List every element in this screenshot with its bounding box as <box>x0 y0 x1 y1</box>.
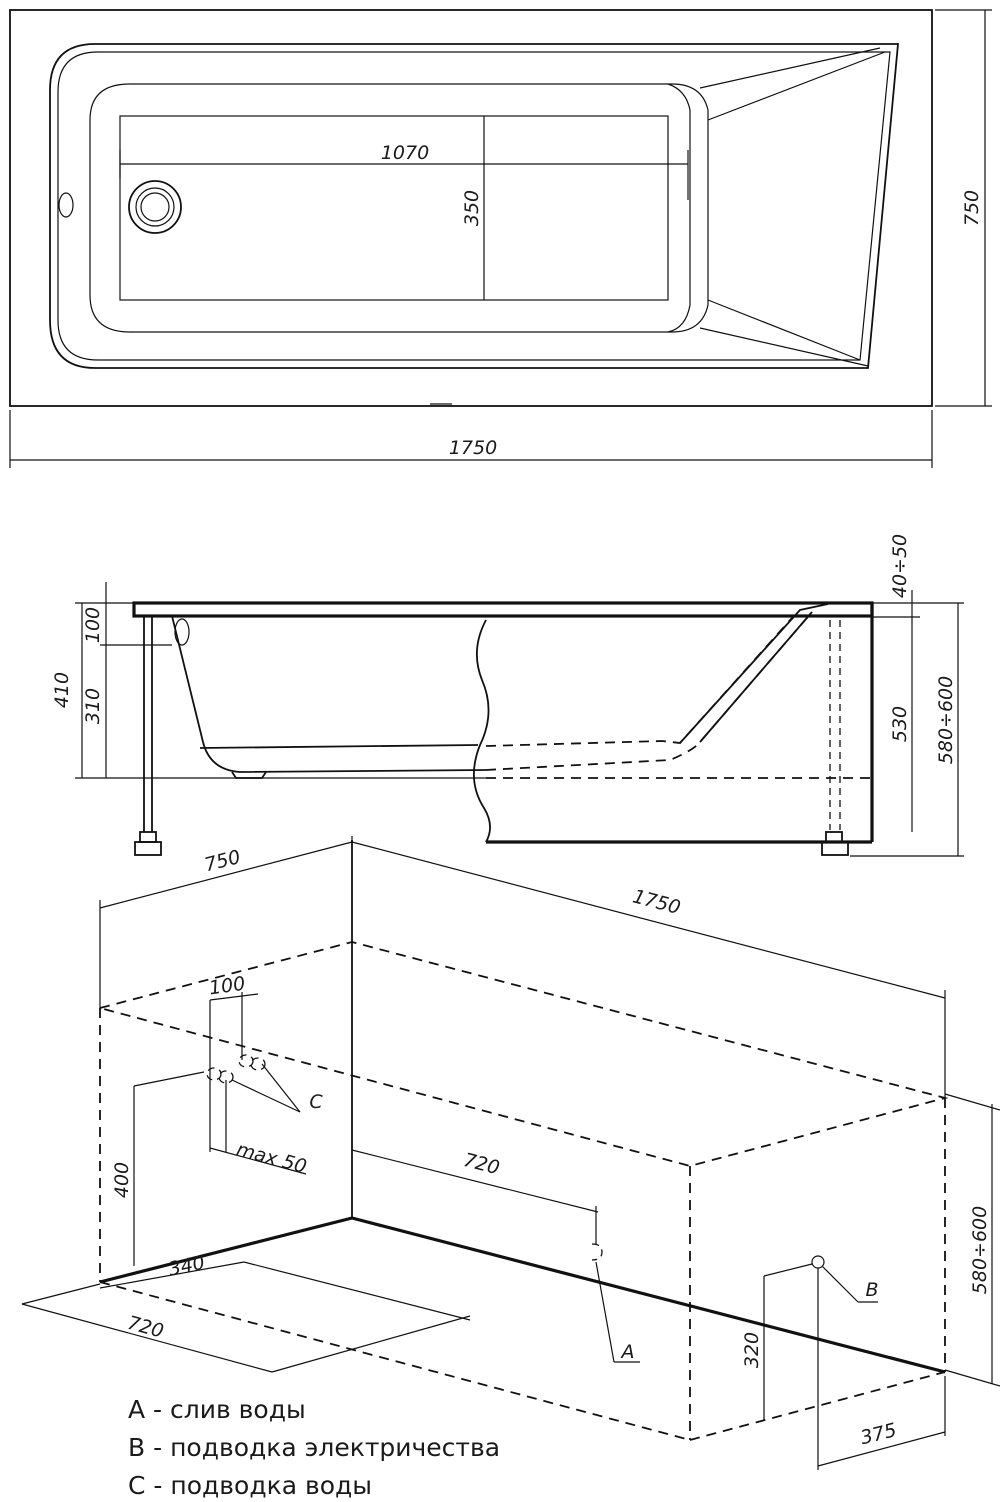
drain-a <box>591 1243 603 1261</box>
dim-340-floor: 340 <box>167 1252 207 1281</box>
dim-max-50: max 50 <box>234 1138 309 1178</box>
dim-750-3d-line <box>99 841 353 909</box>
floor-wall-back <box>351 1216 946 1374</box>
legend-b: B - подводка электричества <box>128 1433 500 1462</box>
floor-wall-left <box>99 1216 353 1284</box>
dim-750: 750 <box>961 190 983 226</box>
legend-a: A - слив воды <box>128 1395 306 1424</box>
tub-floor-inner <box>199 744 479 749</box>
dim-410: 410 <box>51 672 73 708</box>
legend-c: C - подводка воды <box>128 1471 372 1500</box>
basin-curve <box>667 83 691 333</box>
dim-720-floor: 720 <box>125 1312 166 1343</box>
overflow-hole <box>58 192 74 218</box>
tub-hidden-1 <box>485 617 793 747</box>
tub-bottom-flat <box>119 115 669 301</box>
dim-400: 400 <box>111 1162 133 1198</box>
dim-580-3d: 580÷600 <box>969 1206 991 1294</box>
dim-375: 375 <box>858 1419 899 1449</box>
dim-350: 350 <box>461 190 483 226</box>
drain-core <box>140 192 170 222</box>
drain-outer <box>128 180 182 234</box>
water-pipe-2 <box>218 1070 234 1084</box>
legend: A - слив воды B - подводка электричества… <box>128 1395 500 1500</box>
tub-rim-side <box>132 601 874 618</box>
tub-rim-inner-2 <box>57 51 891 361</box>
break-line <box>472 619 491 843</box>
tub-basin-outline <box>89 83 709 333</box>
dim-720-wall-line <box>351 1149 599 1213</box>
drain-side <box>231 771 267 779</box>
tub-rim-inner <box>49 43 899 369</box>
overflow-side <box>174 618 190 646</box>
water-pipe-3 <box>238 1054 254 1068</box>
dim-310: 310 <box>82 688 104 724</box>
dim-1750-3d: 1750 <box>630 885 682 919</box>
backrest-lines <box>699 47 886 367</box>
dim-580-600: 580÷600 <box>935 676 957 764</box>
leg-foot-right <box>821 841 849 856</box>
backrest-side <box>679 603 829 744</box>
dim-720-floor-line <box>21 1303 273 1373</box>
install-view: 750 1750 580÷600 100 max 50 C 400 720 <box>21 836 1000 1470</box>
top-view: 1070 350 750 1750 <box>9 9 992 468</box>
dim-100: 100 <box>82 607 104 643</box>
dim-1070: 1070 <box>381 142 429 164</box>
callout-b: B <box>865 1279 878 1301</box>
tub-outline-top <box>9 9 933 407</box>
side-view: 410 100 310 40÷50 530 580÷600 <box>51 534 964 857</box>
dim-100-3d: 100 <box>208 973 247 1000</box>
dim-1750-3d-line <box>351 841 946 999</box>
dim-1750: 1750 <box>449 437 497 459</box>
water-pipe-4 <box>250 1057 266 1071</box>
backrest-side-2 <box>699 611 813 743</box>
dim-320: 320 <box>741 1332 763 1368</box>
leg-foot-left <box>134 841 162 856</box>
tub-hidden-2 <box>485 611 813 771</box>
dim-leg-adjust: 40÷50 <box>889 534 911 598</box>
dim-720-wall: 720 <box>461 1149 502 1179</box>
dim-375-line <box>817 1431 946 1467</box>
dim-530: 530 <box>889 706 911 742</box>
callout-a: A <box>620 1341 635 1363</box>
drain-inner <box>135 187 175 227</box>
water-pipe-1 <box>206 1067 222 1081</box>
tub-wall-left <box>171 615 487 773</box>
callout-c: C <box>309 1091 323 1113</box>
